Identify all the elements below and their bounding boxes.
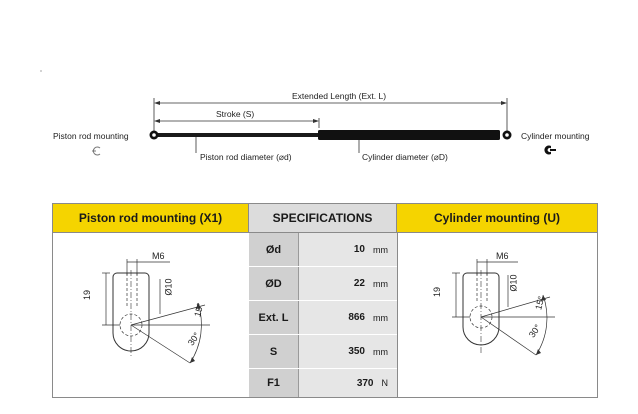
spec-unit: mm: [373, 346, 388, 357]
piston-rod-mounting-label: Piston rod mounting: [53, 131, 129, 141]
spec-row: Ext. L 866 mm: [249, 301, 397, 334]
header-piston-rod-mounting: Piston rod mounting (X1): [53, 204, 249, 232]
spec-unit: mm: [373, 278, 388, 289]
spec-value: 350: [348, 346, 365, 357]
cylinder-diameter-label: Cylinder diameter (⌀D): [362, 152, 448, 162]
spec-value: 10: [353, 244, 365, 255]
right-height-label: 19: [432, 286, 443, 298]
spec-row: ØD 22 mm: [249, 267, 397, 300]
spec-unit: mm: [373, 244, 388, 255]
spec-value: 866: [348, 312, 365, 323]
cylinder-mounting-label: Cylinder mounting: [521, 131, 590, 141]
piston-mount-icon: [92, 146, 101, 156]
piston-rod: [158, 133, 320, 137]
right-diameter-label: Ø10: [508, 274, 519, 292]
spec-param: F1: [249, 369, 299, 397]
left-diameter-label: Ø10: [163, 278, 174, 296]
extended-length-label: Extended Length (Ext. L): [292, 91, 387, 101]
mount-body: [112, 272, 150, 352]
right-m6-label: M6: [496, 251, 509, 261]
header-specifications: SPECIFICATIONS: [249, 204, 397, 232]
piston-rod-diameter-label: Piston rod diameter (⌀d): [200, 152, 292, 162]
left-height-label: 19: [82, 289, 93, 301]
mount-body: [462, 272, 500, 346]
specifications-table: Piston rod mounting (X1) SPECIFICATIONS …: [52, 203, 598, 398]
header-cylinder-mounting: Cylinder mounting (U): [397, 204, 597, 232]
spec-unit: mm: [373, 312, 388, 323]
gas-spring-diagram: [40, 70, 556, 156]
spec-param: S: [249, 335, 299, 368]
piston-rod-mount-drawing: [102, 259, 210, 364]
left-m6-label: M6: [152, 251, 165, 261]
spec-row: Ød 10 mm: [249, 233, 397, 266]
spec-param: ØD: [249, 267, 299, 300]
spec-param: Ext. L: [249, 301, 299, 334]
cylinder-body: [318, 130, 500, 140]
spec-row: F1 370 N: [249, 369, 397, 397]
cylinder-mount-icon: [544, 145, 556, 155]
spec-value: 22: [353, 278, 365, 289]
cylinder-mount-drawing: [452, 259, 555, 356]
stroke-label: Stroke (S): [216, 109, 255, 119]
spec-unit: N: [381, 378, 389, 388]
spec-param: Ød: [249, 233, 299, 266]
spec-value: 370: [356, 377, 374, 389]
spec-row: S 350 mm: [249, 335, 397, 368]
